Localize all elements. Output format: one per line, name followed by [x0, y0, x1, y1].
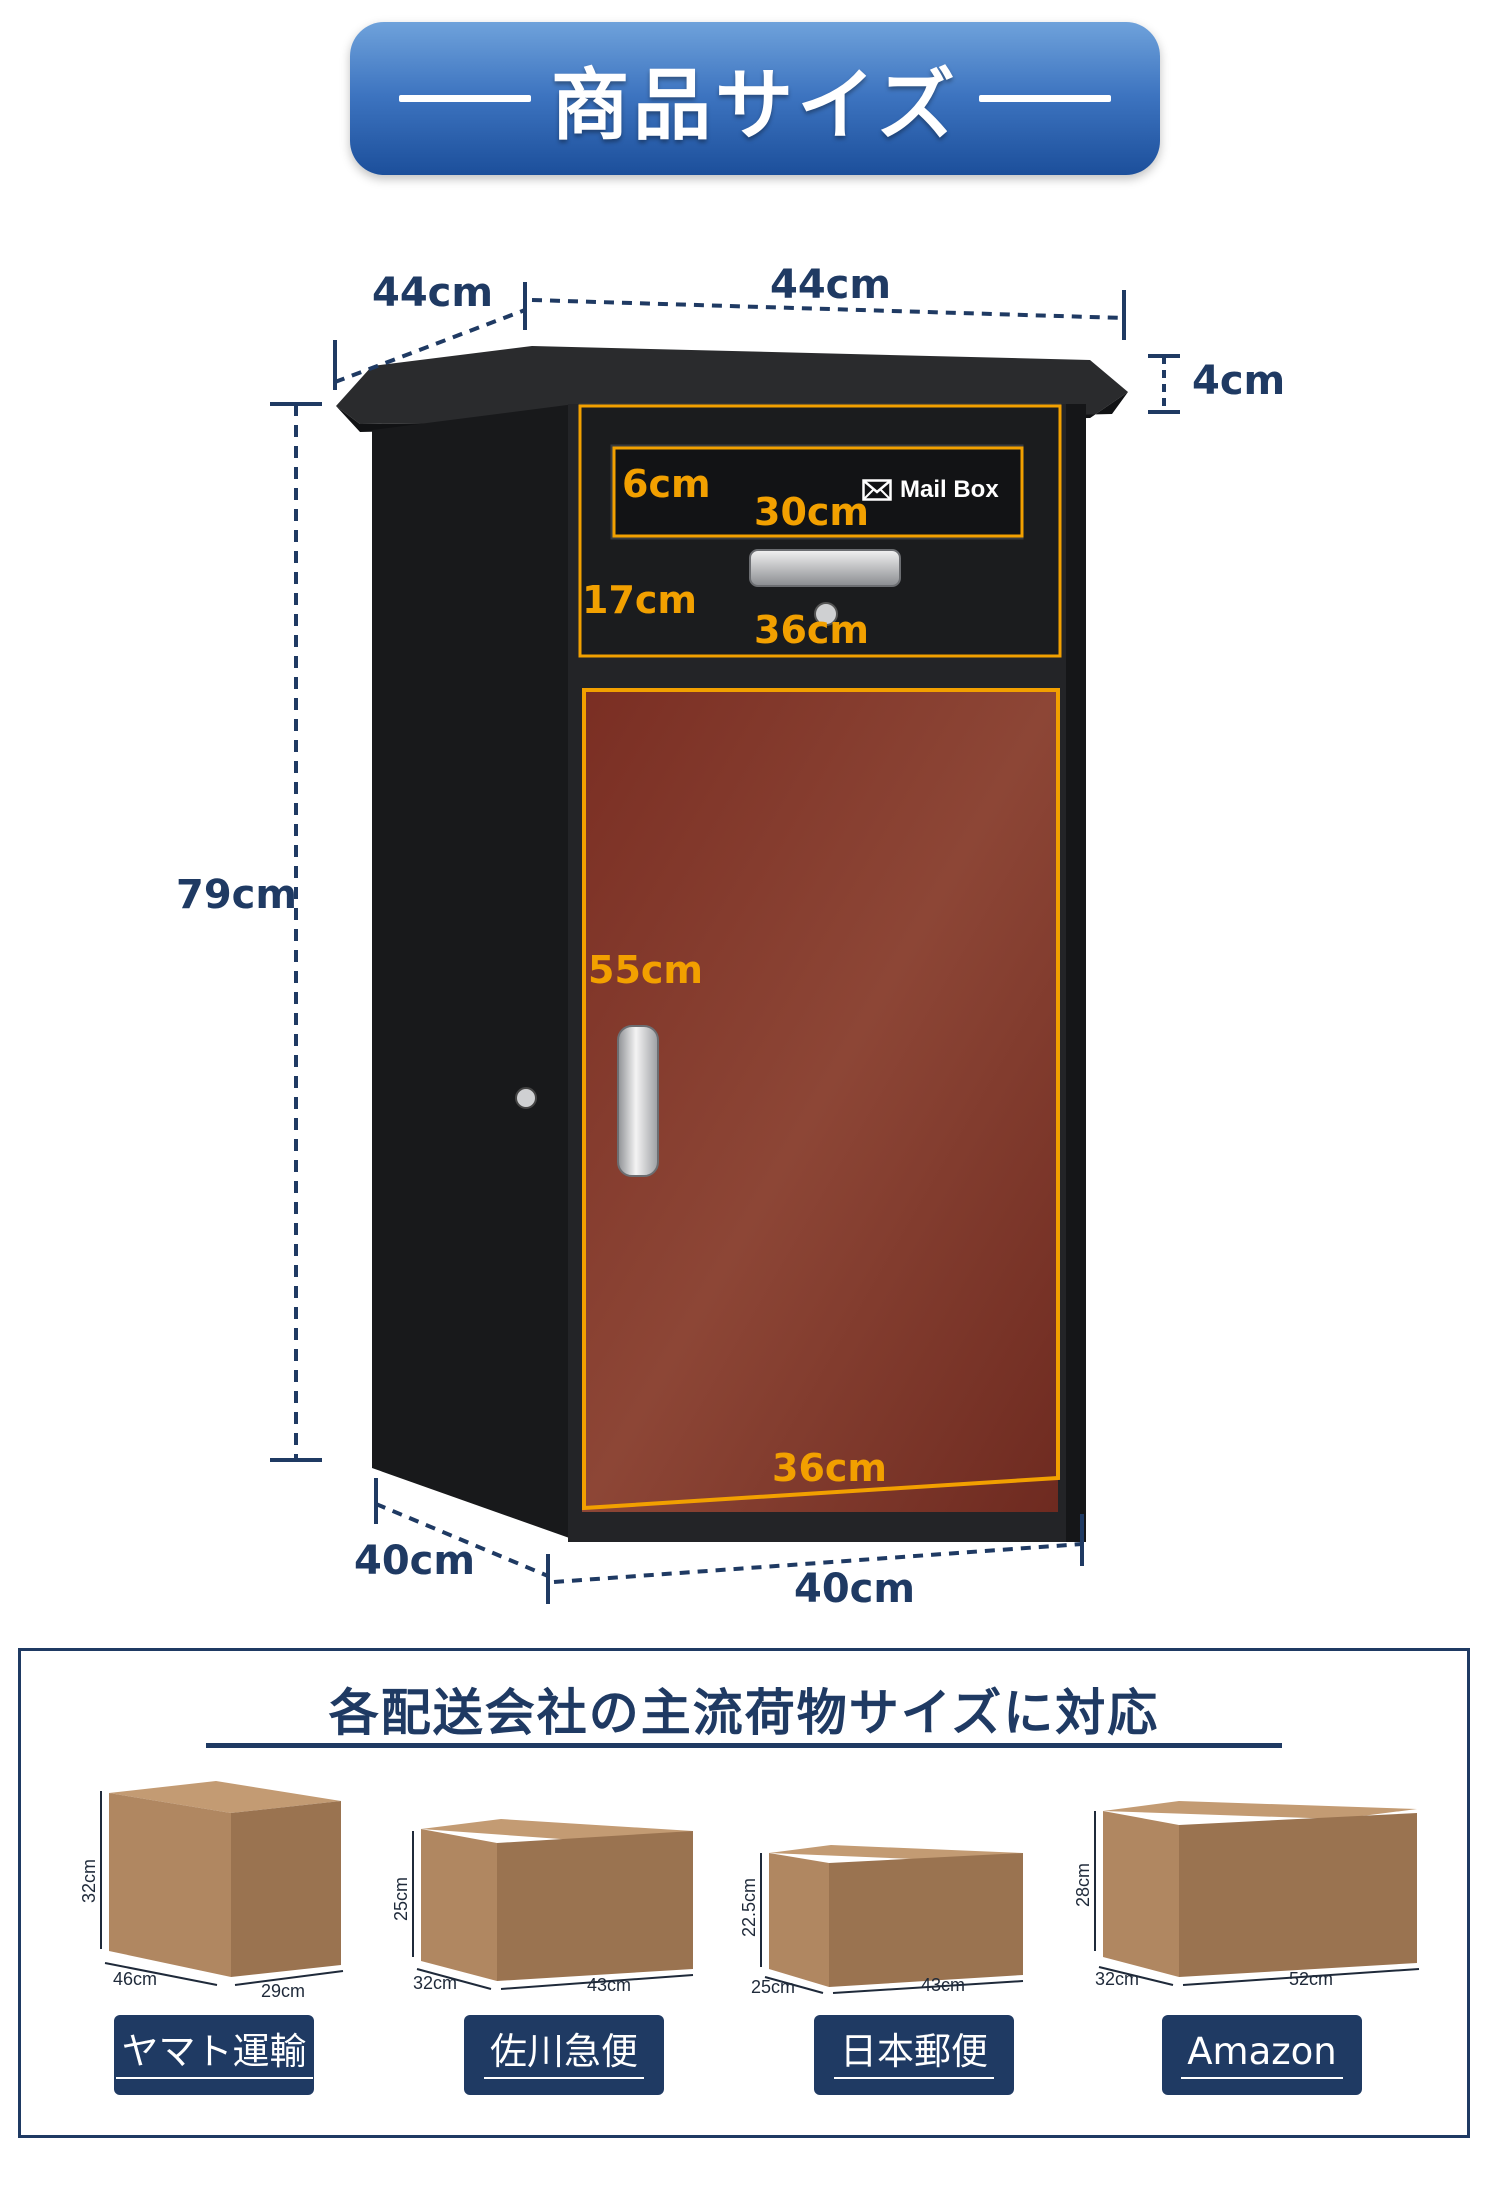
- box-yamato-width: 29cm: [261, 1981, 306, 2001]
- dim-roof-height: 4cm: [1192, 358, 1286, 404]
- page-title: 商品サイズ: [551, 60, 959, 151]
- carrier-badge-yamato: ヤマト運輸: [114, 2015, 314, 2095]
- heading-underline: [206, 1743, 1282, 1748]
- carrier-name-japanpost: 日本郵便: [834, 2030, 994, 2080]
- side-lock-icon: [515, 1087, 537, 1109]
- box-japanpost-depth: 25cm: [751, 1977, 796, 1997]
- dim-total-height: 79cm: [176, 872, 298, 918]
- box-japanpost: [760, 1845, 1024, 1994]
- box-amazon: [1094, 1801, 1420, 1986]
- carrier-sizes-panel: 各配送会社の主流荷物サイズに対応: [18, 1648, 1470, 2138]
- mailbox-label: Mail Box: [862, 476, 999, 504]
- cardboard-boxes: [100, 1781, 1420, 1994]
- dim-drawer-width: 36cm: [754, 608, 870, 652]
- box-amazon-width: 52cm: [1289, 1969, 1334, 1989]
- box-amazon-height: 28cm: [1073, 1862, 1093, 1907]
- box-amazon-depth: 32cm: [1095, 1969, 1140, 1989]
- dim-slot-width: 30cm: [754, 490, 870, 534]
- dim-door-height: 55cm: [588, 948, 704, 992]
- mailbox-door: [582, 690, 1058, 1512]
- door-handle: [617, 1025, 659, 1177]
- navy-dimension-lines: [270, 282, 1180, 1604]
- door-outline: [582, 688, 1060, 1511]
- box-sagawa: [412, 1819, 694, 1990]
- box-yamato-depth: 46cm: [113, 1969, 158, 1989]
- mailbox-label-text: Mail Box: [900, 476, 999, 503]
- box-sagawa-depth: 32cm: [413, 1973, 458, 1993]
- carrier-badge-sagawa: 佐川急便: [464, 2015, 664, 2095]
- mail-slot: [610, 444, 1024, 540]
- box-sagawa-height: 25cm: [391, 1876, 411, 1921]
- box-yamato: [100, 1781, 344, 1986]
- drawer-outline: [578, 404, 1062, 658]
- drawer-handle: [749, 549, 901, 587]
- carrier-name-yamato: ヤマト運輸: [115, 2030, 313, 2080]
- box-japanpost-height: 22.5cm: [739, 1877, 759, 1937]
- carrier-badge-amazon: Amazon: [1162, 2015, 1362, 2095]
- dim-top-depth: 44cm: [372, 270, 494, 316]
- box-sagawa-width: 43cm: [587, 1975, 632, 1995]
- carrier-badge-japanpost: 日本郵便: [814, 2015, 1014, 2095]
- box-yamato-height: 32cm: [79, 1858, 99, 1903]
- mailbox-illustration: [270, 282, 1180, 1604]
- slot-outline: [612, 446, 1024, 538]
- dim-top-width: 44cm: [770, 262, 892, 308]
- drawer-lock-icon: [814, 602, 838, 626]
- title-rule-left: [399, 95, 532, 102]
- box-japanpost-width: 43cm: [921, 1975, 966, 1995]
- dim-drawer-height: 17cm: [582, 578, 698, 622]
- dim-slot-height: 6cm: [622, 462, 711, 506]
- dim-base-depth: 40cm: [354, 1538, 476, 1584]
- dim-door-width: 36cm: [772, 1446, 888, 1490]
- title-rule-right: [978, 95, 1111, 102]
- dim-base-width: 40cm: [794, 1566, 916, 1612]
- envelope-icon: [862, 479, 892, 501]
- title-banner: 商品サイズ: [350, 22, 1160, 175]
- mailbox-side-panel: [372, 404, 575, 1540]
- carrier-name-amazon: Amazon: [1181, 2030, 1343, 2080]
- carrier-sizes-heading: 各配送会社の主流荷物サイズに対応: [328, 1684, 1160, 1742]
- carrier-name-sagawa: 佐川急便: [484, 2030, 644, 2080]
